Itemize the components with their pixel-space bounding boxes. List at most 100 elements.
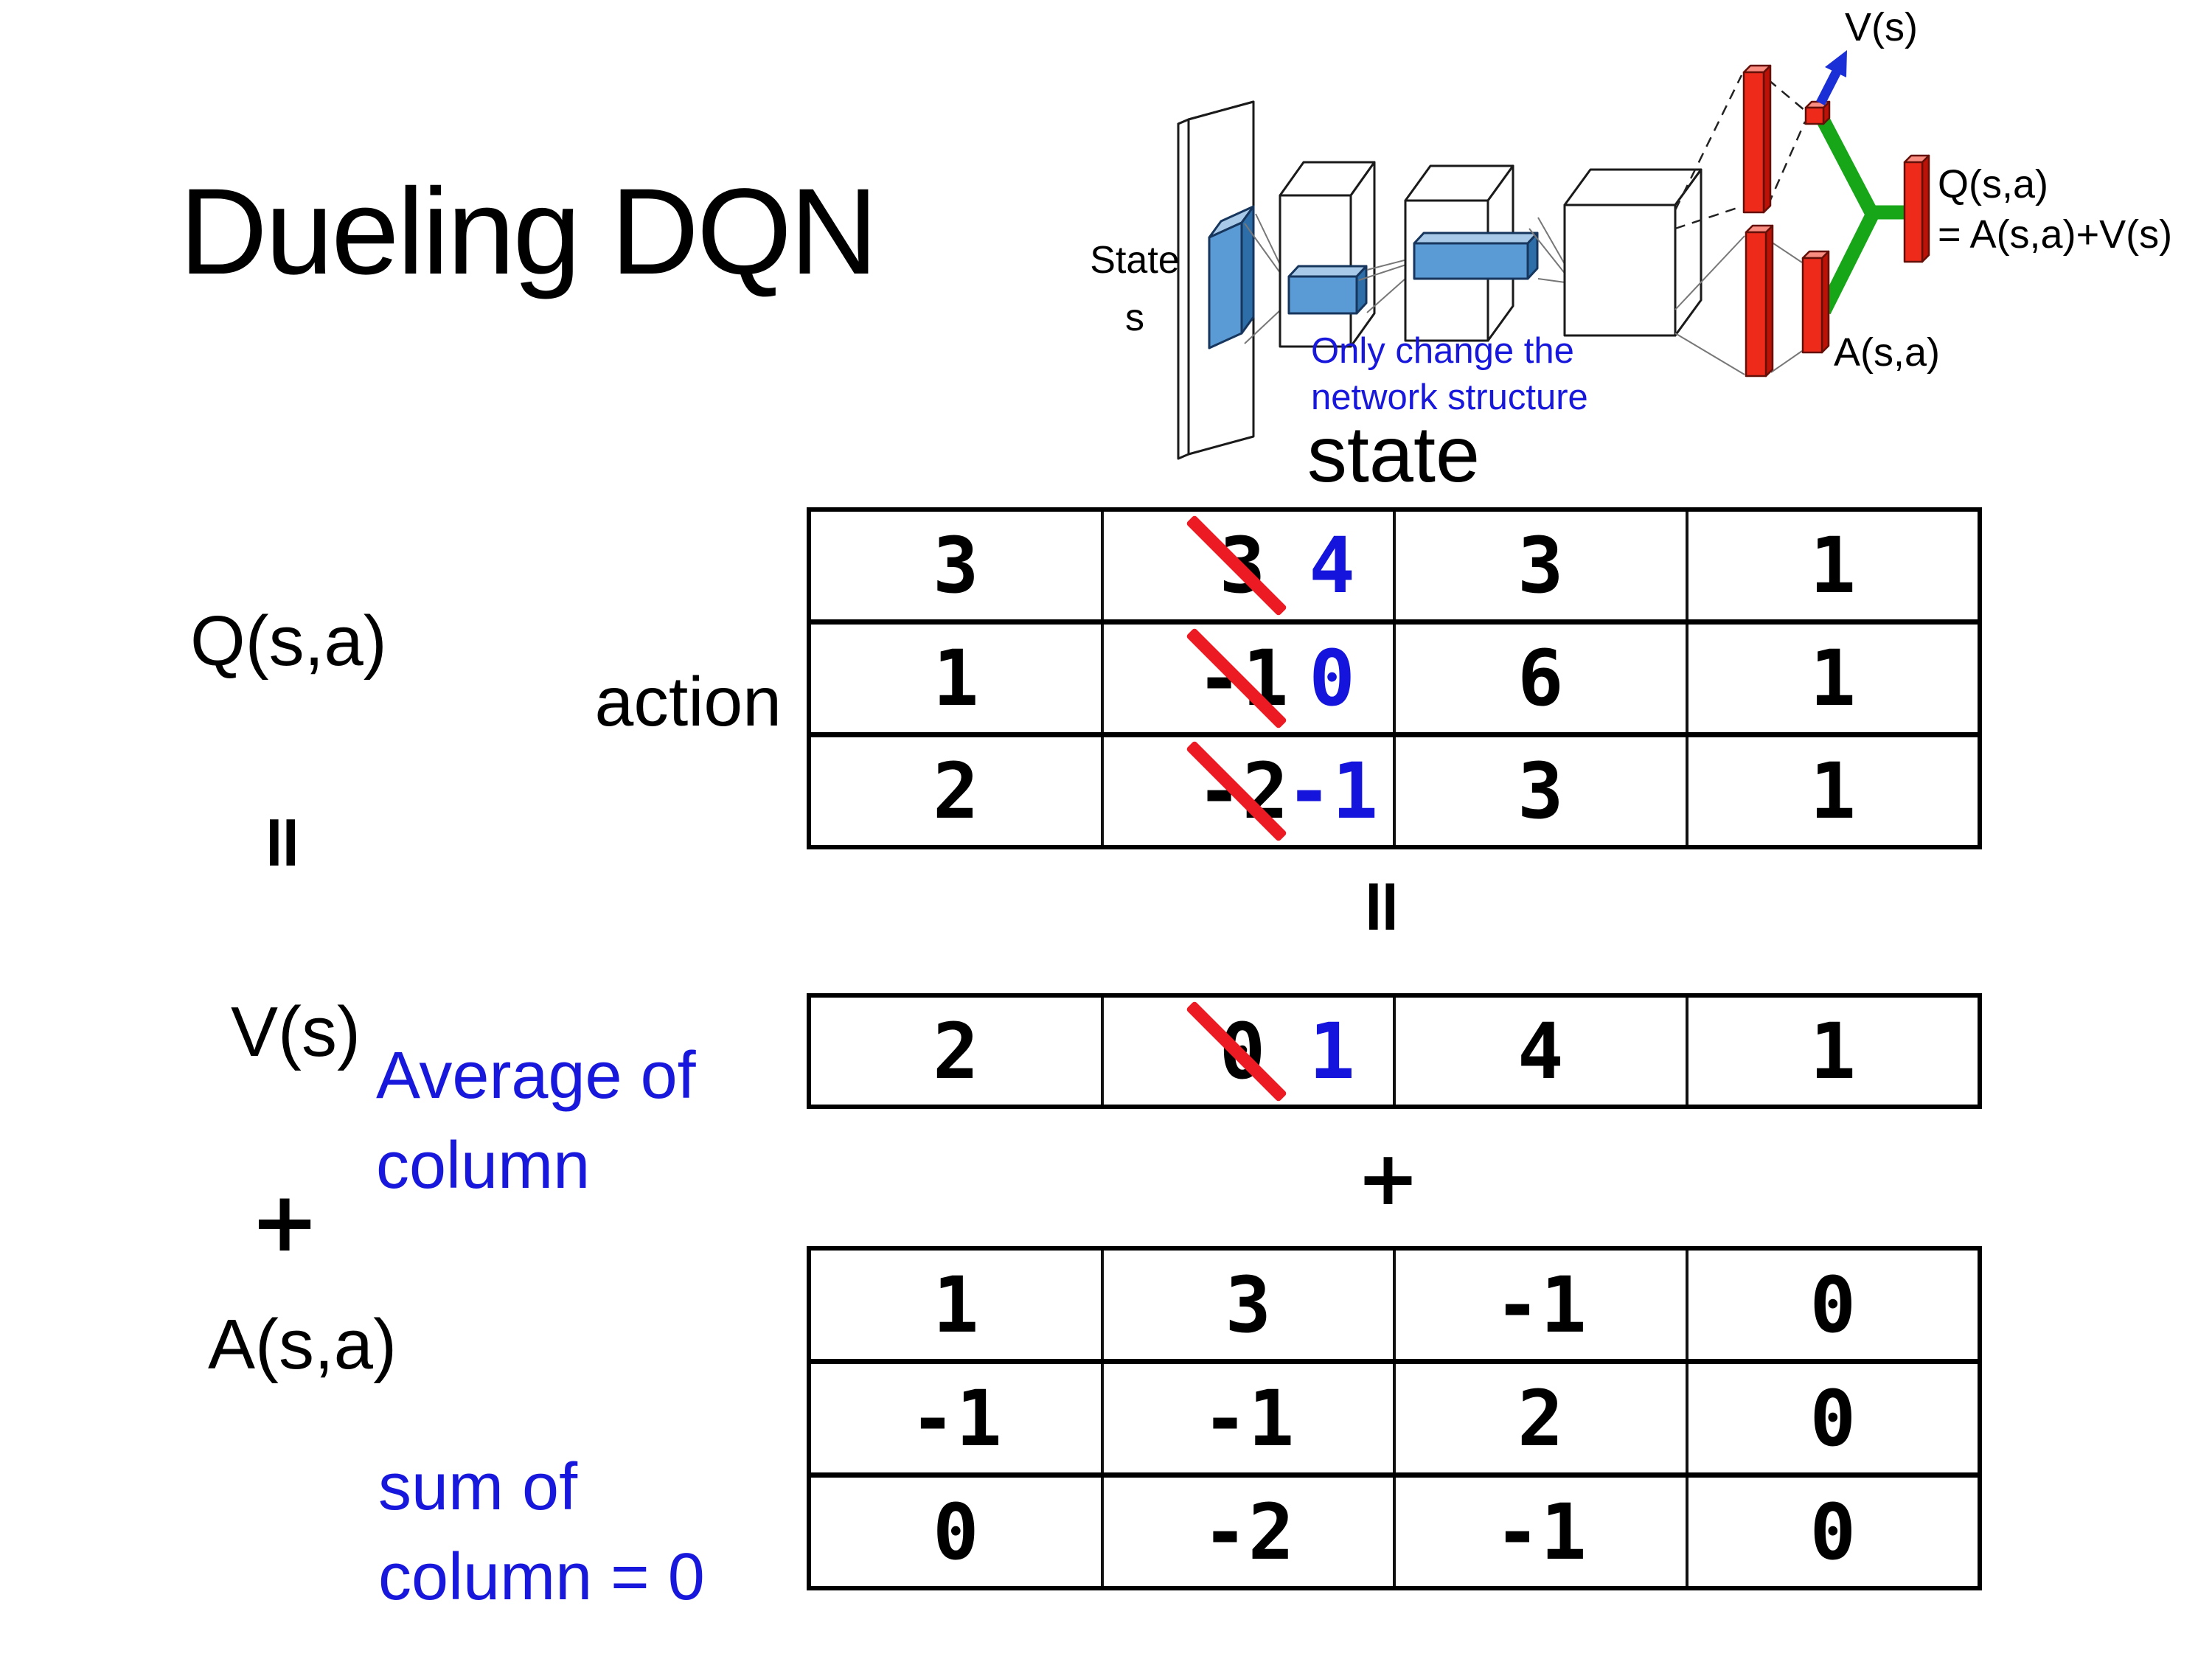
v-output-label: V(s) — [1845, 5, 1918, 49]
advantage-function-label: A(s,a) — [208, 1305, 397, 1384]
value-stream-dashed-lines — [1674, 74, 1806, 230]
cell-value: 6 — [1517, 633, 1564, 723]
equals-glyph: = — [1340, 875, 1427, 938]
corrected-value: 1 — [1309, 1006, 1355, 1096]
cell-value: -1 — [1494, 1259, 1587, 1350]
table-cell: 3 — [1104, 1251, 1396, 1359]
state-value-table: 2 01 4 1 — [807, 993, 1982, 1109]
cell-value: 1 — [1809, 1006, 1857, 1096]
cell-value: 3 — [1517, 521, 1564, 611]
plus-glyph: + — [250, 1175, 319, 1270]
table-cell: -2-1 — [1104, 737, 1396, 845]
table-row: 2 01 4 1 — [811, 998, 1978, 1105]
table-row: -1 -1 2 0 — [811, 1364, 1978, 1478]
plus-sign-left: + — [233, 1175, 336, 1270]
cell-value: 0 — [1809, 1373, 1857, 1464]
merge-y-connector — [1816, 116, 1907, 315]
table-cell: 0 — [811, 1478, 1104, 1586]
cell-value: 1 — [932, 1259, 979, 1350]
table-cell: 3 — [811, 512, 1104, 619]
equals-glyph: = — [241, 811, 328, 873]
advantage-stream-lines — [1674, 235, 1803, 375]
table-cell: 2 — [811, 737, 1104, 845]
feature-map-bar-1 — [1287, 265, 1368, 315]
note-text-line2: network structure — [1311, 378, 1588, 417]
feature-map-bar-2 — [1413, 232, 1539, 280]
dueling-network-diagram: State s Only change the network structur… — [1090, 5, 2172, 460]
cell-value: 4 — [1517, 1006, 1564, 1096]
corrected-value: 0 — [1309, 633, 1355, 723]
table-cell: 0 — [1688, 1364, 1978, 1472]
table-row: 0 -2 -1 0 — [811, 1478, 1978, 1586]
table-cell: 6 — [1396, 625, 1688, 732]
cell-value: 0 — [932, 1486, 979, 1577]
equals-sign-rotated-left: = — [233, 798, 336, 886]
equals-sign-rotated-middle: = — [1329, 864, 1439, 949]
cell-value: 1 — [932, 633, 979, 723]
plus-sign-middle: + — [1335, 1134, 1441, 1222]
cell-value: 3 — [1225, 1259, 1272, 1350]
table-cell: 1 — [811, 625, 1104, 732]
cell-value: 2 — [932, 746, 979, 836]
cell-value: 2 — [932, 1006, 979, 1096]
value-scalar-cube — [1804, 100, 1831, 125]
table-cell: 34 — [1104, 512, 1396, 619]
q-output-bar — [1903, 154, 1930, 263]
cell-value: -2 — [1202, 1486, 1295, 1577]
table-cell: 1 — [811, 1251, 1104, 1359]
cell-value: 3 — [932, 521, 979, 611]
cell-value: -1 — [1494, 1486, 1587, 1577]
table-cell: -1 — [1396, 1478, 1688, 1586]
table-cell: 4 — [1396, 998, 1688, 1105]
cell-value: 2 — [1517, 1373, 1564, 1464]
a-output-label: A(s,a) — [1834, 330, 1940, 375]
table-cell: 01 — [1104, 998, 1396, 1105]
q-function-label: Q(s,a) — [190, 602, 387, 681]
table-cell: 3 — [1396, 512, 1688, 619]
average-of-column-note: Average of column — [376, 1039, 696, 1203]
cell-value: 3 — [1517, 746, 1564, 836]
note-text-line1: Only change the — [1311, 331, 1574, 371]
table-row: 1 3 -1 0 — [811, 1251, 1978, 1364]
table-cell: 1 — [1688, 998, 1978, 1105]
q-value-table: 3 34 3 1 1 -10 6 1 2 -2-1 3 1 — [807, 507, 1982, 849]
conv-filter-patch — [1208, 205, 1255, 349]
cell-value: 0 — [1809, 1486, 1857, 1577]
cell-value: 1 — [1809, 633, 1857, 723]
advantage-table: 1 3 -1 0 -1 -1 2 0 0 -2 -1 0 — [807, 1246, 1982, 1590]
v-function-label: V(s) — [231, 992, 361, 1071]
table-cell: -2 — [1104, 1478, 1396, 1586]
table-row: 1 -10 6 1 — [811, 625, 1978, 737]
value-arrow — [1816, 50, 1847, 105]
table-cell: -1 — [811, 1364, 1104, 1472]
cell-value: -1 — [909, 1373, 1002, 1464]
table-cell: -10 — [1104, 625, 1396, 732]
slide-title: Dueling DQN — [179, 164, 878, 300]
advantage-vector-bar — [1801, 250, 1830, 354]
table-cell: 2 — [1396, 1364, 1688, 1472]
conv-layer-box-1 — [1279, 161, 1376, 348]
q-output-label-line1: Q(s,a) — [1938, 162, 2048, 206]
q-output-label-line2: = A(s,a)+V(s) — [1938, 212, 2172, 257]
state-axis-label: state — [1307, 409, 1481, 498]
plus-glyph: + — [1356, 1134, 1420, 1222]
action-axis-label: action — [594, 663, 782, 741]
table-cell: 1 — [1688, 737, 1978, 845]
fc-advantage-bar — [1745, 224, 1774, 378]
table-cell: -1 — [1104, 1364, 1396, 1472]
table-cell: 0 — [1688, 1251, 1978, 1359]
table-cell: 1 — [1688, 625, 1978, 732]
fc-value-bar — [1742, 64, 1772, 214]
table-row: 2 -2-1 3 1 — [811, 737, 1978, 845]
table-row: 3 34 3 1 — [811, 512, 1978, 625]
table-cell: 1 — [1688, 512, 1978, 619]
table-cell: 3 — [1396, 737, 1688, 845]
state-input-label-line2: s — [1125, 296, 1144, 339]
table-cell: -1 — [1396, 1251, 1688, 1359]
state-input-label-line1: State — [1090, 239, 1179, 282]
cell-value: -1 — [1202, 1373, 1295, 1464]
cell-value: 1 — [1809, 746, 1857, 836]
cell-value: 0 — [1809, 1259, 1857, 1350]
table-cell: 0 — [1688, 1478, 1978, 1586]
corrected-value: 4 — [1309, 521, 1355, 611]
